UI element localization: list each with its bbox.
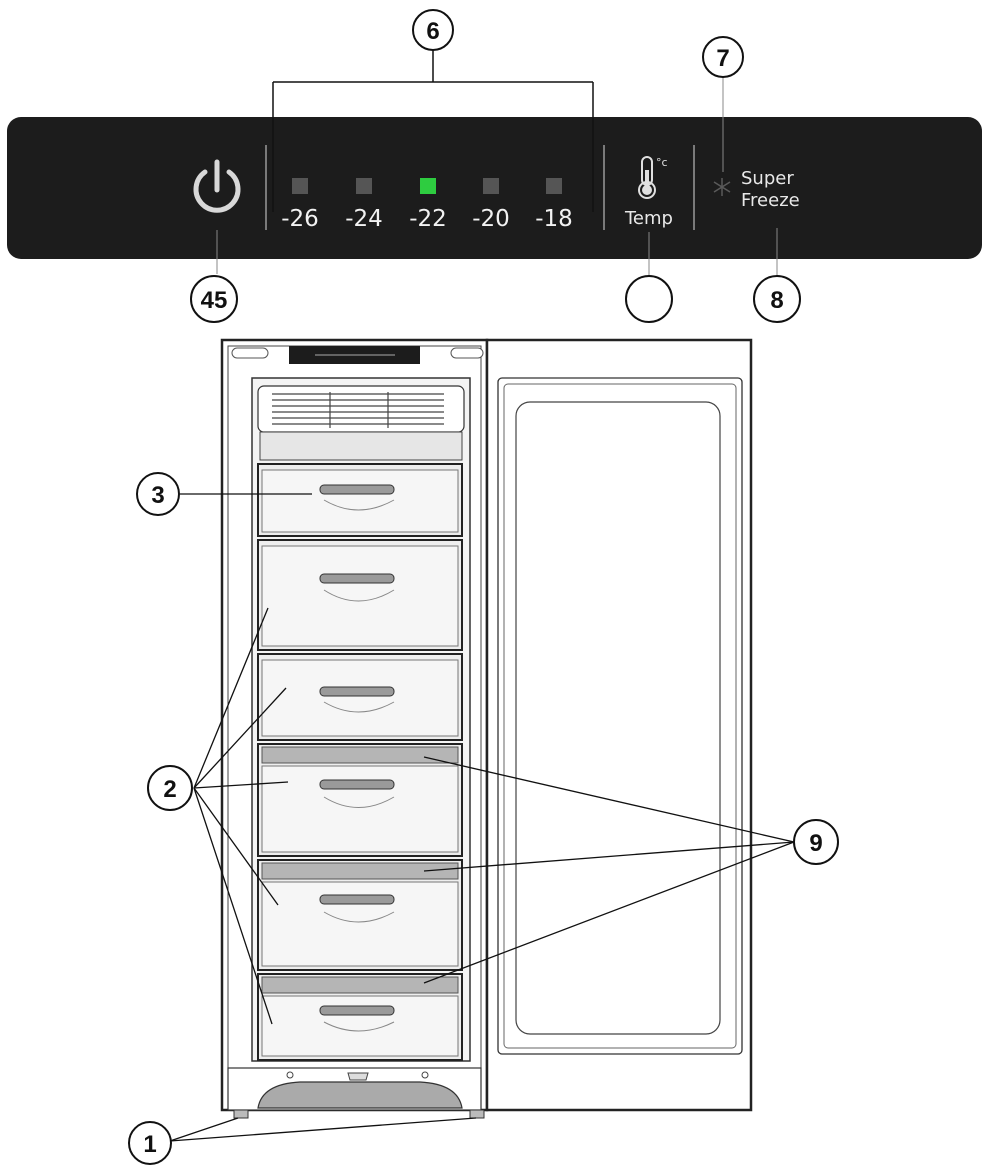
drawer	[257, 859, 463, 971]
drawer-bottom	[257, 973, 463, 1061]
callout-3: 3	[136, 472, 180, 516]
svg-text:7: 7	[716, 45, 729, 72]
snowflake-icon	[713, 178, 731, 196]
temp-indicator-led	[483, 178, 499, 194]
super-freeze-label-line2[interactable]: Freeze	[741, 190, 800, 211]
temp-indicator-led	[356, 178, 372, 194]
callout-9-leaders	[423, 756, 795, 984]
callout-7: 7	[702, 36, 744, 78]
temp-label-minus-26: -26	[281, 206, 319, 232]
callout-2-leaders	[193, 607, 289, 1025]
glass-shelf	[261, 976, 459, 994]
callout-6-bracket	[272, 47, 594, 212]
callout-8: 8	[753, 275, 801, 323]
temp-label-minus-22: -22	[409, 206, 447, 232]
temp-button-label[interactable]: Temp	[624, 208, 673, 229]
svg-text:45: 45	[201, 287, 228, 314]
temperature-indicators	[292, 178, 562, 194]
base-cover	[257, 1081, 463, 1109]
freezer-cabinet	[220, 338, 489, 1119]
freezer-door	[485, 338, 753, 1112]
control-panel: -26 -24 -22 -20 -18 °c Temp Super Freeze	[7, 117, 982, 259]
drawer-top	[257, 463, 463, 537]
glass-shelf	[261, 862, 459, 880]
callout-1-leaders	[169, 1117, 477, 1142]
temp-indicator-led-active	[420, 178, 436, 194]
power-icon[interactable]	[193, 159, 241, 213]
callout-1: 1	[128, 1121, 172, 1165]
temp-unit: °c	[656, 156, 668, 169]
adjustable-foot-right	[469, 1109, 485, 1119]
drawer	[257, 743, 463, 857]
svg-text:3: 3	[151, 482, 164, 509]
callout-6: 6	[412, 9, 454, 51]
air-vent	[257, 385, 465, 461]
adjustable-foot-left	[233, 1109, 249, 1119]
svg-text:2: 2	[163, 776, 176, 803]
svg-text:9: 9	[809, 830, 822, 857]
callout-45: 45	[190, 275, 238, 323]
drawer	[257, 653, 463, 741]
callout-temp-button	[625, 275, 673, 323]
temp-indicator-led	[546, 178, 562, 194]
callout-2: 2	[147, 765, 193, 811]
drawer	[257, 539, 463, 651]
thermometer-icon	[638, 156, 656, 199]
temp-label-minus-18: -18	[535, 206, 573, 232]
svg-text:1: 1	[143, 1131, 156, 1158]
temp-label-minus-20: -20	[472, 206, 510, 232]
svg-text:8: 8	[770, 287, 783, 314]
super-freeze-label-line1[interactable]: Super	[741, 168, 794, 189]
temp-label-minus-24: -24	[345, 206, 383, 232]
glass-shelf	[261, 746, 459, 764]
callout-9: 9	[793, 819, 839, 865]
svg-text:6: 6	[426, 18, 439, 45]
temp-indicator-led	[292, 178, 308, 194]
